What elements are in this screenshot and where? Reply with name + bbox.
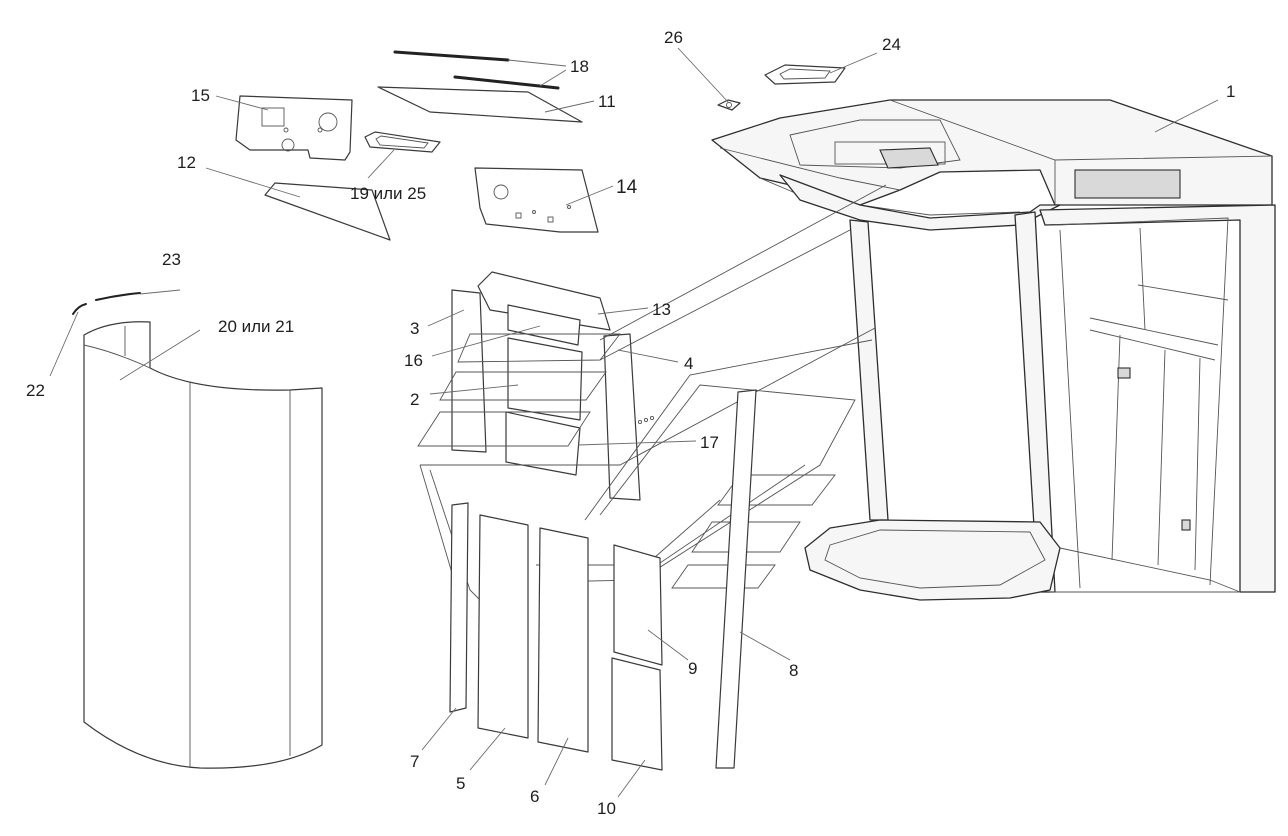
callout-labels: 1 24 26 18 11 15 12 19 или 25 14 23 20 и… xyxy=(26,28,1235,818)
callout-15: 15 xyxy=(191,86,210,105)
callout-14: 14 xyxy=(616,177,638,198)
door-glass-group xyxy=(417,271,655,501)
part-18-seal-strips xyxy=(393,50,560,90)
callout-26: 26 xyxy=(664,28,683,47)
callout-24: 24 xyxy=(882,35,901,54)
callout-16: 16 xyxy=(404,351,423,370)
part-8-strip xyxy=(715,389,757,769)
callout-10: 10 xyxy=(597,799,616,818)
part-12-panel xyxy=(264,182,391,241)
part-9-panel xyxy=(613,544,663,666)
part-19-25-hatch xyxy=(364,131,441,153)
part-22-23-seal xyxy=(72,292,141,315)
callout-9: 9 xyxy=(688,659,697,678)
callout-17: 17 xyxy=(700,433,719,452)
part-5-panel xyxy=(477,514,529,739)
callout-4: 4 xyxy=(684,354,693,373)
part-7-strip xyxy=(449,502,469,713)
callout-1: 1 xyxy=(1226,82,1235,101)
callout-8: 8 xyxy=(789,661,798,680)
leader-lines xyxy=(49,47,1219,798)
callout-18: 18 xyxy=(570,57,589,76)
callout-2: 2 xyxy=(410,390,419,409)
callout-22: 22 xyxy=(26,381,45,400)
callout-3: 3 xyxy=(410,319,419,338)
callout-12: 12 xyxy=(177,153,196,172)
part-10-panel xyxy=(611,657,663,771)
callout-20-21: 20 или 21 xyxy=(218,317,294,336)
callout-7: 7 xyxy=(410,752,419,771)
callout-13: 13 xyxy=(652,300,671,319)
part-24-hatch-seal xyxy=(764,64,846,85)
callout-23: 23 xyxy=(162,250,181,269)
callout-6: 6 xyxy=(530,787,539,806)
part-26-fitting xyxy=(717,99,741,111)
part-14-panel xyxy=(474,167,599,233)
callout-5: 5 xyxy=(456,774,465,793)
part-11-glass xyxy=(377,86,583,123)
part-6-panel xyxy=(537,527,589,753)
cab-frame xyxy=(711,99,1276,601)
callout-11: 11 xyxy=(598,92,616,111)
part-20-21-curved-panel xyxy=(83,321,323,769)
callout-19-25: 19 или 25 xyxy=(350,184,426,203)
part-15-panel xyxy=(235,95,353,161)
